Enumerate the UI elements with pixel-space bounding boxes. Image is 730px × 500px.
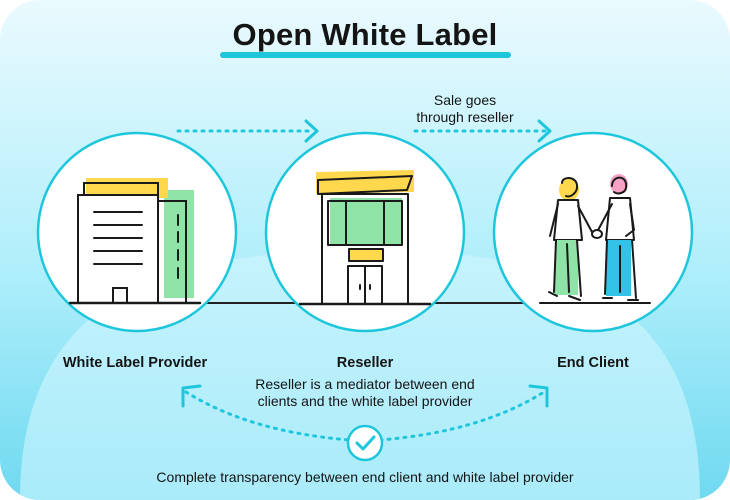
people-handshake-icon [539,174,651,304]
storefront-icon [298,170,432,306]
page-title: Open White Label [232,17,498,52]
arrow-reseller-to-client [413,119,552,143]
footer-caption: Complete transparency between end client… [156,469,574,485]
node-label-provider: White Label Provider [62,355,208,371]
title-underline [220,52,511,58]
sale-annotation: Sale goes through reseller [380,92,550,126]
sale-annotation-text: Sale goes through reseller [416,92,514,125]
building-icon [68,178,202,305]
node-label-client: End Client [557,355,629,371]
arrow-provider-to-reseller [176,119,319,143]
checkmark-icon [346,424,384,462]
reseller-description: Reseller is a mediator between end clien… [255,376,475,409]
transparency-arrow [181,384,549,442]
node-label-reseller: Reseller [336,355,394,371]
